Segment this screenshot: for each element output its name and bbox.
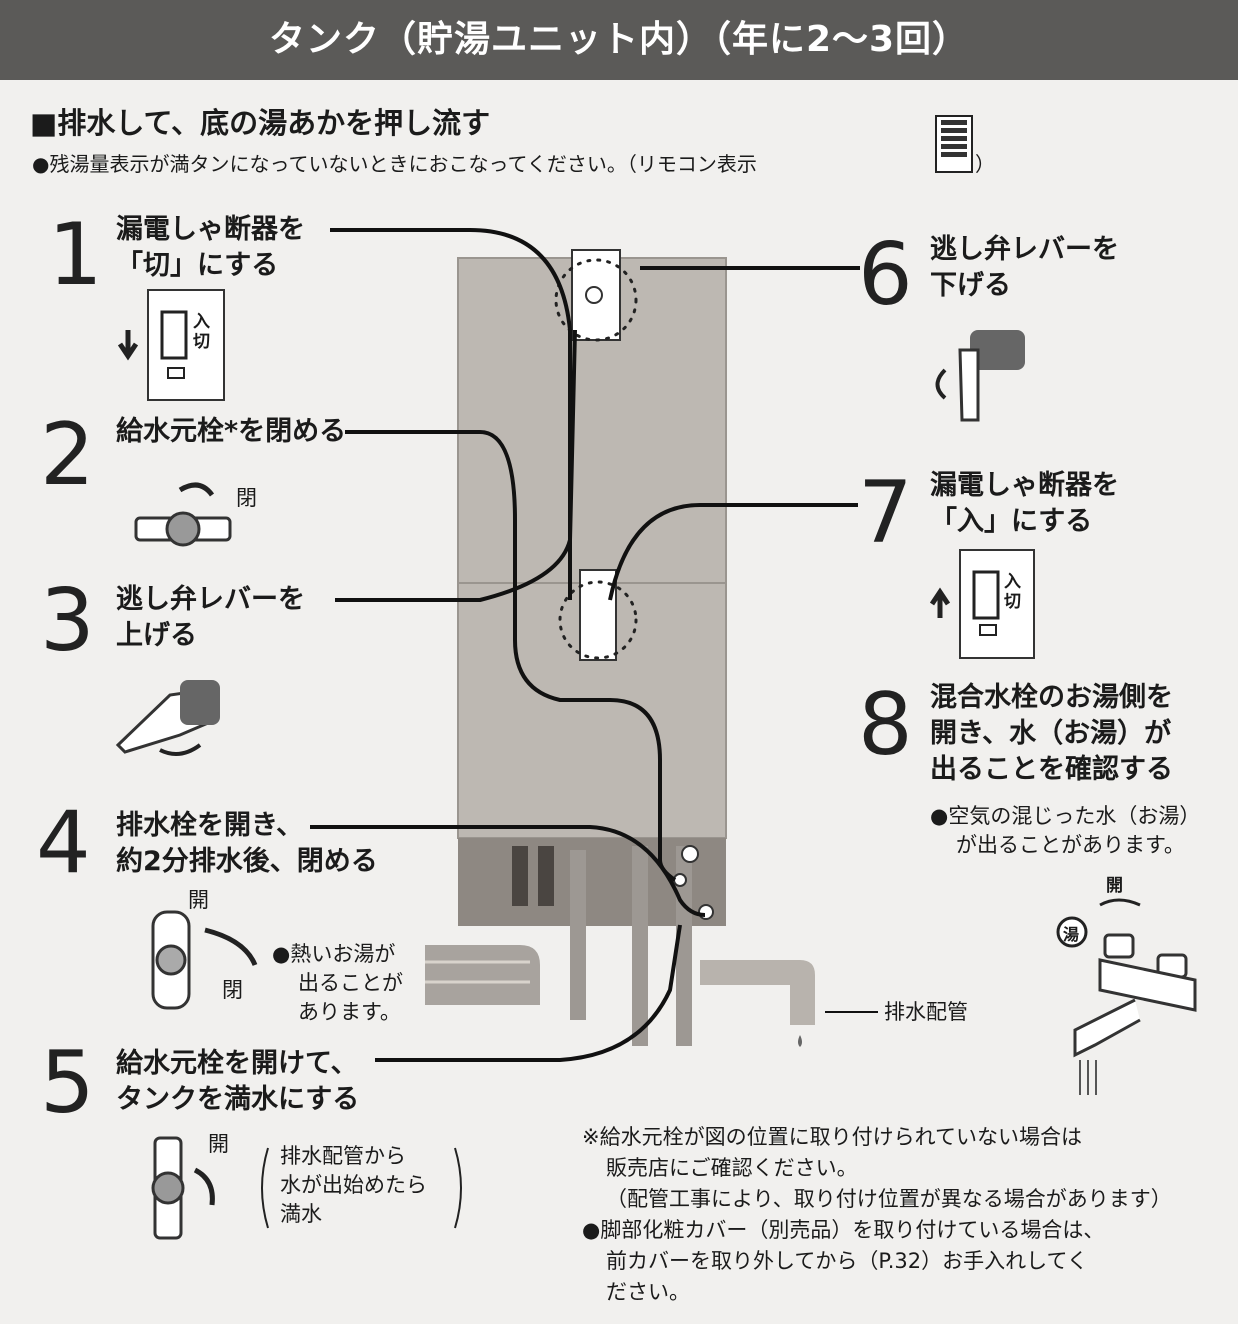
step-4-text: 排水栓を開き、約2分排水後、閉める [116, 810, 378, 877]
footnotes: ※給水元栓が図の位置に取り付けられていない場合は 販売店にご確認ください。 （配… [582, 1125, 1172, 1304]
page-title: タンク（貯湯ユニット内）（年に2〜3回） [268, 19, 970, 60]
hot-water-note: ●熱いお湯が 出ることが あります。 [272, 942, 403, 1024]
step-1-number: 1 [48, 205, 103, 305]
step-7-text: 漏電しゃ断器を「入」にする [930, 470, 1119, 537]
step-6-text: 逃し弁レバーを下げる [930, 234, 1119, 301]
step-2-number: 2 [40, 405, 95, 505]
step-8-number: 8 [858, 675, 913, 775]
step-6-number: 6 [858, 225, 913, 325]
step-2-text: 給水元栓*を閉める [116, 416, 347, 447]
step-3-text: 逃し弁レバーを上げる [116, 584, 305, 651]
header-bar: タンク（貯湯ユニット内）（年に2〜3回） [0, 0, 1238, 80]
breaker-1-label: 入切 [193, 312, 210, 352]
close-label-2: 閉 [236, 486, 257, 510]
precondition-note-text: ●残湯量表示が満タンになっていないときにおこなってください。（リモコン表示 [32, 152, 757, 176]
section-subtitle: ■排水して、底の湯あかを押し流す [30, 106, 491, 140]
step-4-number: 4 [36, 793, 91, 893]
open-label-8: 開 [1106, 876, 1123, 896]
hot-label: 湯 [1063, 925, 1080, 944]
precondition-note-end: ） [975, 152, 995, 176]
step-8-text: 混合水栓のお湯側を開き、水（お湯）が出ることを確認する [930, 682, 1173, 785]
precondition-note: ●残湯量表示が満タンになっていないときにおこなってください。（リモコン表示 [32, 148, 757, 177]
open-label-4: 開 [188, 888, 209, 912]
open-label-5: 開 [208, 1132, 229, 1156]
step-5-number: 5 [40, 1033, 95, 1133]
step-3-number: 3 [40, 571, 95, 671]
drain-pipe-label: 排水配管 [884, 1000, 968, 1024]
fill-note: 排水配管から 水が出始めたら 満水 [280, 1144, 427, 1226]
air-note: ●空気の混じった水（お湯） が出ることがあります。 [930, 804, 1201, 857]
remote-display-icon [935, 115, 973, 173]
step-5-text: 給水元栓を開けて、タンクを満水にする [116, 1048, 360, 1115]
close-label-4: 閉 [222, 978, 243, 1002]
step-7-number: 7 [858, 463, 913, 563]
breaker-7-label: 入切 [1004, 572, 1021, 612]
step-1-text: 漏電しゃ断器を「切」にする [116, 214, 305, 281]
